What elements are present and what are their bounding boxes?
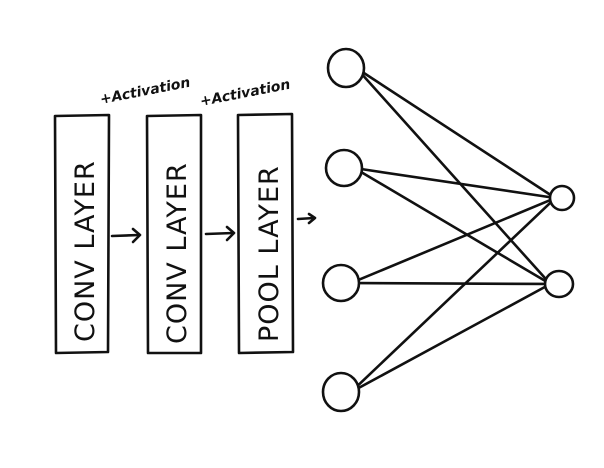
- conv-layer-1-label: CONV LAYER: [70, 160, 101, 342]
- pool-layer: POOL LAYER: [236, 112, 295, 355]
- input-node-4: [321, 371, 361, 413]
- edge-in4-out1: [355, 200, 553, 388]
- edge-in1-out2: [360, 73, 548, 281]
- edge-in2-out2: [358, 170, 548, 283]
- pool-layer-label: POOL LAYER: [254, 165, 285, 342]
- conv-layer-2-annotation: +Activation: [199, 77, 292, 110]
- conv-layer-2: CONV LAYER: [145, 113, 203, 355]
- edge-in1-out1: [360, 70, 553, 197]
- input-node-3: [321, 263, 361, 303]
- input-node-1: [326, 47, 366, 89]
- output-node-1: [548, 184, 576, 212]
- edge-in3-out2: [355, 281, 548, 286]
- conv-layer-1: CONV LAYER: [53, 113, 111, 355]
- edge-in3-out1: [355, 198, 553, 282]
- arrow-3: [296, 212, 317, 225]
- conv-layer-1-box: [53, 113, 111, 355]
- arrow-1: [110, 227, 142, 244]
- edge-in4-out2: [355, 284, 548, 391]
- conv-layer-1-annotation: +Activation: [99, 75, 192, 108]
- arrow-2: [204, 225, 236, 242]
- conv-layer-2-box: [145, 113, 203, 355]
- fully-connected-network: [321, 47, 576, 413]
- conv-layer-2-label: CONV LAYER: [162, 162, 193, 344]
- input-node-2: [324, 148, 364, 188]
- output-node-2: [543, 269, 575, 299]
- edge-in2-out1: [358, 167, 553, 199]
- pool-layer-box: [236, 112, 295, 355]
